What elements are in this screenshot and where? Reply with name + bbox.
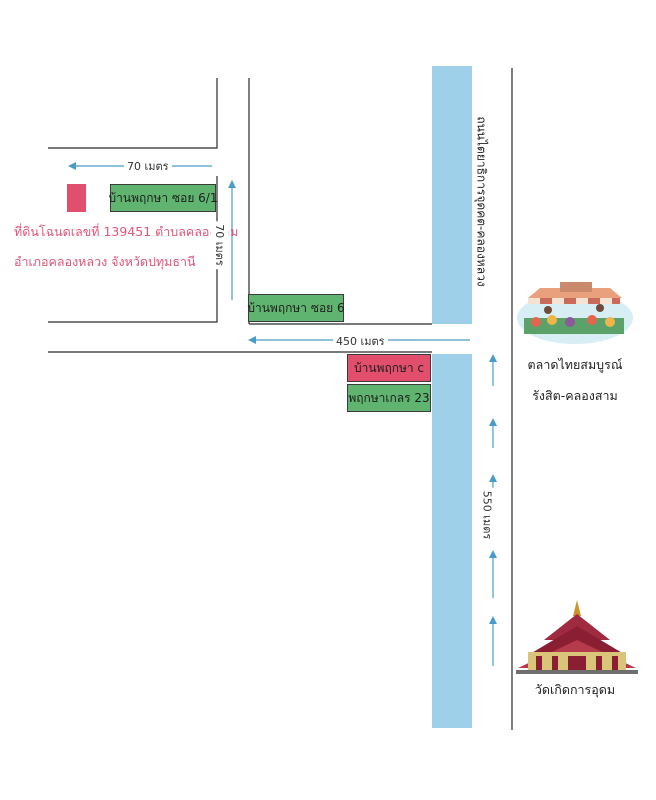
sign-soi-6: บ้านพฤกษา ซอย 6 <box>247 294 345 322</box>
distance-main-550: 550 เมตร <box>478 487 497 543</box>
temple-caption: วัดเกิดการอุดม <box>534 682 616 697</box>
temple-icon <box>516 600 638 674</box>
distance-top-70: 70 เมตร <box>124 157 172 175</box>
road-name: ถนนไตยาธิการจุดคต-คลองหลวง <box>474 116 489 287</box>
sign-baan-c: บ้านพฤกษา c <box>347 354 431 382</box>
sign-village-23: พฤกษาเกลร 23 <box>347 384 431 412</box>
canal <box>432 66 472 728</box>
distance-main-450: 450 เมตร <box>333 332 388 350</box>
market-icon <box>517 282 633 344</box>
distance-vertical-70: 70 เมตร <box>210 221 229 269</box>
plot-label-line2: อำเภอคลองหลวง จังหวัดปทุมธานี <box>14 254 196 269</box>
plot-label-line1: ที่ดินโฉนดเลขที่ 139451 ตำบลคลองสาม <box>14 224 239 239</box>
plot-marker <box>67 184 86 212</box>
sign-soi-6-1: บ้านพฤกษา ซอย 6/1 <box>109 184 218 212</box>
market-caption-line2: รังสิต-คลองสาม <box>532 388 618 403</box>
market-caption-line1: ตลาดไทยสมบูรณ์ <box>527 357 623 372</box>
road-lines <box>48 68 513 730</box>
